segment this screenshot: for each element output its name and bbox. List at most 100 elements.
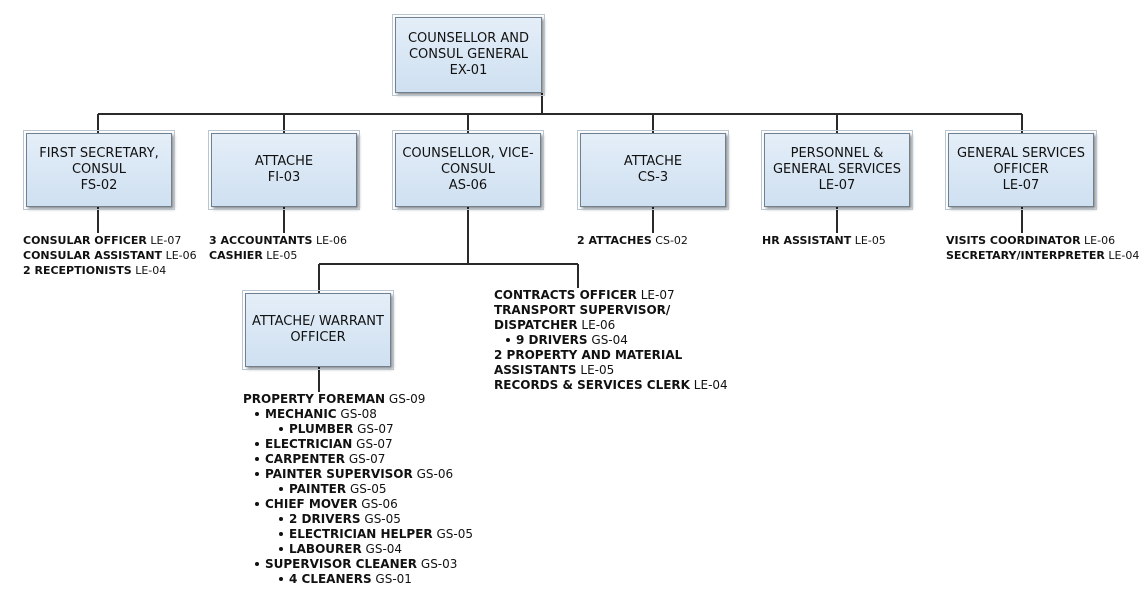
bullet-icon: [279, 531, 283, 536]
staff-grade: LE-07: [150, 234, 182, 247]
bullet-icon: [255, 501, 259, 506]
bullet-icon: [255, 441, 259, 446]
bullet-icon: [279, 516, 283, 521]
staff-title: SUPERVISOR CLEANER: [265, 557, 418, 571]
box-title: ATTACHE/ WARRANT OFFICER: [252, 314, 384, 345]
staff-row: SUPERVISOR CLEANER GS-03: [243, 557, 473, 572]
staff-row: DISPATCHER LE-06: [494, 318, 728, 333]
staff-title: 4 CLEANERS: [289, 572, 372, 586]
box-title: FIRST SECRETARY, CONSUL: [39, 146, 159, 177]
staff-row: SECRETARY/INTERPRETER LE-04: [946, 248, 1139, 263]
staff-list-personnel: HR ASSISTANT LE-05: [762, 233, 886, 248]
staff-grade: GS-05: [364, 512, 401, 526]
staff-grade: GS-07: [356, 437, 393, 451]
staff-row: HR ASSISTANT LE-05: [762, 233, 886, 248]
box-personnel-general-services: PERSONNEL & GENERAL SERVICES LE-07: [761, 130, 913, 210]
staff-row: PROPERTY FOREMAN GS-09: [243, 392, 473, 407]
box-code: LE-07: [818, 178, 856, 193]
staff-title: DISPATCHER: [494, 318, 578, 332]
staff-row: 2 DRIVERS GS-05: [243, 512, 473, 527]
staff-row: VISITS COORDINATOR LE-06: [946, 233, 1139, 248]
bullet-icon: [255, 561, 259, 566]
box-counsellor-vice-consul: COUNSELLOR, VICE- CONSUL AS-06: [392, 130, 544, 210]
bullet-icon: [255, 471, 259, 476]
staff-grade: LE-05: [854, 234, 886, 247]
box-code: AS-06: [448, 178, 488, 193]
staff-title: 2 ATTACHES: [577, 234, 652, 247]
box-title: COUNSELLOR, VICE- CONSUL: [402, 146, 534, 177]
staff-title: CHIEF MOVER: [265, 497, 358, 511]
staff-title: ELECTRICIAN HELPER: [289, 527, 433, 541]
staff-title: PROPERTY FOREMAN: [243, 392, 386, 406]
staff-row: ASSISTANTS LE-05: [494, 363, 728, 378]
bullet-icon: [506, 337, 510, 342]
staff-title: MECHANIC: [265, 407, 337, 421]
bullet-icon: [279, 546, 283, 551]
staff-grade: LE-04: [1108, 249, 1139, 262]
staff-title: CASHIER: [209, 249, 263, 262]
staff-title: 9 DRIVERS: [516, 333, 588, 347]
staff-list-general-services: VISITS COORDINATOR LE-06 SECRETARY/INTER…: [946, 233, 1139, 263]
box-code: FI-03: [267, 170, 301, 185]
bullet-icon: [255, 456, 259, 461]
staff-grade: LE-06: [165, 249, 197, 262]
staff-title: LABOURER: [289, 542, 362, 556]
staff-title: ASSISTANTS: [494, 363, 577, 377]
staff-row: PLUMBER GS-07: [243, 422, 473, 437]
staff-grade: GS-04: [591, 333, 628, 347]
staff-title: PAINTER: [289, 482, 347, 496]
staff-row: 2 ATTACHES CS-02: [577, 233, 688, 248]
staff-list-first-secretary: CONSULAR OFFICER LE-07 CONSULAR ASSISTAN…: [23, 233, 197, 278]
staff-title: CONTRACTS OFFICER: [494, 288, 637, 302]
box-title: COUNSELLOR AND CONSUL GENERAL: [407, 31, 530, 62]
bullet-icon: [279, 576, 283, 581]
bullet-icon: [279, 426, 283, 431]
staff-grade: GS-08: [340, 407, 377, 421]
staff-title: HR ASSISTANT: [762, 234, 852, 247]
staff-row: PAINTER GS-05: [243, 482, 473, 497]
staff-row: 2 RECEPTIONISTS LE-04: [23, 263, 197, 278]
staff-title: CARPENTER: [265, 452, 345, 466]
staff-row: 4 CLEANERS GS-01: [243, 572, 473, 587]
staff-title: PLUMBER: [289, 422, 354, 436]
staff-grade: CS-02: [655, 234, 688, 247]
box-code: EX-01: [449, 63, 488, 78]
staff-grade: GS-07: [348, 452, 386, 466]
staff-title: RECORDS & SERVICES CLERK: [494, 378, 690, 392]
box-code: LE-07: [1002, 178, 1040, 193]
staff-title: 3 ACCOUNTANTS: [209, 234, 313, 247]
staff-title: CONSULAR ASSISTANT: [23, 249, 163, 262]
box-code: CS-3: [637, 170, 669, 185]
box-attache-fi: ATTACHE FI-03: [208, 130, 360, 210]
staff-row: RECORDS & SERVICES CLERK LE-04: [494, 378, 728, 393]
staff-grade: GS-03: [420, 557, 458, 571]
staff-grade: GS-06: [416, 467, 454, 481]
staff-row: CASHIER LE-05: [209, 248, 347, 263]
staff-title: 2 RECEPTIONISTS: [23, 264, 132, 277]
staff-grade: GS-01: [375, 572, 412, 586]
staff-title: 2 DRIVERS: [289, 512, 361, 526]
staff-grade: LE-07: [640, 288, 675, 302]
staff-row: CONSULAR ASSISTANT LE-06: [23, 248, 197, 263]
staff-grade: LE-06: [1084, 234, 1116, 247]
bullet-icon: [255, 411, 259, 416]
staff-row: TRANSPORT SUPERVISOR/: [494, 303, 728, 318]
staff-title: CONSULAR OFFICER: [23, 234, 147, 247]
staff-grade: GS-05: [436, 527, 473, 541]
staff-row: ELECTRICIAN GS-07: [243, 437, 473, 452]
staff-grade: LE-05: [266, 249, 298, 262]
staff-grade: LE-05: [580, 363, 615, 377]
box-attache-cs: ATTACHE CS-3: [577, 130, 729, 210]
staff-row: CONTRACTS OFFICER LE-07: [494, 288, 728, 303]
staff-row: CHIEF MOVER GS-06: [243, 497, 473, 512]
box-title: PERSONNEL & GENERAL SERVICES: [772, 146, 902, 177]
box-title: ATTACHE: [254, 154, 314, 169]
box-attache-warrant-officer: ATTACHE/ WARRANT OFFICER: [242, 290, 394, 370]
staff-row: MECHANIC GS-08: [243, 407, 473, 422]
box-counsellor-consul-general: COUNSELLOR AND CONSUL GENERAL EX-01: [392, 14, 545, 96]
staff-list-attache-fi: 3 ACCOUNTANTS LE-06 CASHIER LE-05: [209, 233, 347, 263]
staff-row: ELECTRICIAN HELPER GS-05: [243, 527, 473, 542]
staff-grade: GS-07: [357, 422, 394, 436]
